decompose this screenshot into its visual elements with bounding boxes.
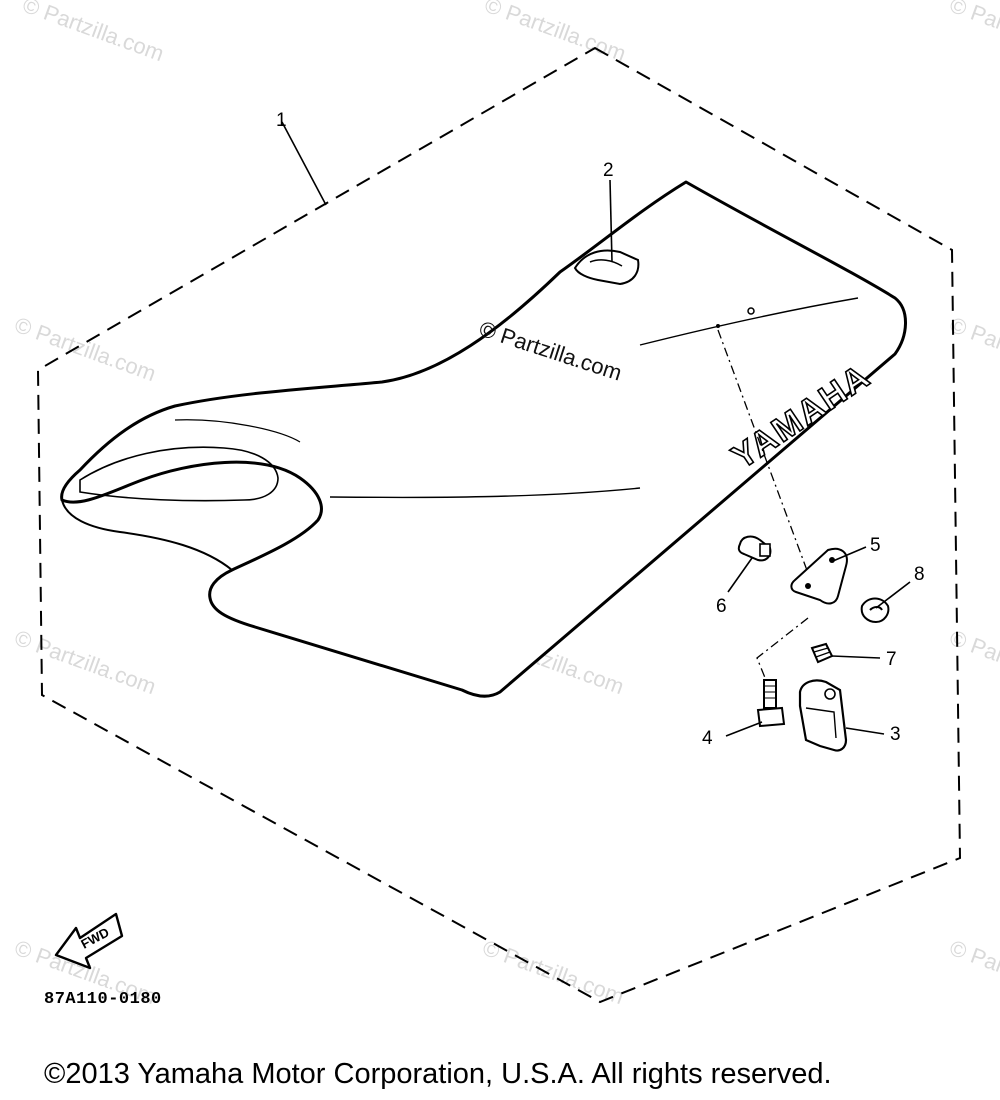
part-2-bracket <box>573 249 640 286</box>
leader-line <box>845 727 885 735</box>
assembly-guide-line <box>717 329 816 691</box>
part-4-bolt <box>756 679 786 728</box>
seat-underside <box>61 499 233 571</box>
mount-hole <box>747 307 755 315</box>
leader-line <box>832 546 867 562</box>
callout-1: 1 <box>276 110 287 131</box>
seat-contour-line <box>329 487 641 499</box>
callout-4: 4 <box>702 728 713 749</box>
part-5-latch-plate <box>790 547 848 605</box>
forward-arrow-icon: FWD <box>54 912 124 970</box>
seat-contour-line <box>639 297 859 346</box>
part-3-seat-lock <box>798 679 848 752</box>
callout-7: 7 <box>886 649 897 670</box>
mount-hole <box>716 324 720 328</box>
diagram-code: 87A110-0180 <box>44 990 162 1009</box>
seat-contour-line <box>174 419 301 443</box>
leader-line <box>831 655 881 659</box>
callout-5: 5 <box>870 535 881 556</box>
leader-line <box>727 557 753 593</box>
assembly-boundary <box>36 46 962 1004</box>
callout-6: 6 <box>716 596 727 617</box>
callout-2: 2 <box>603 160 614 181</box>
part-7-screw <box>810 642 834 664</box>
copyright-notice: ©2013 Yamaha Motor Corporation, U.S.A. A… <box>44 1058 832 1090</box>
callout-3: 3 <box>890 724 901 745</box>
seat-recess <box>79 446 279 502</box>
leader-line <box>609 179 613 263</box>
seat-outline <box>60 180 907 698</box>
callout-8: 8 <box>914 564 925 585</box>
leader-line <box>281 121 327 206</box>
leader-line <box>725 721 763 737</box>
part-6-grommet <box>737 535 772 562</box>
leader-line <box>875 581 911 609</box>
